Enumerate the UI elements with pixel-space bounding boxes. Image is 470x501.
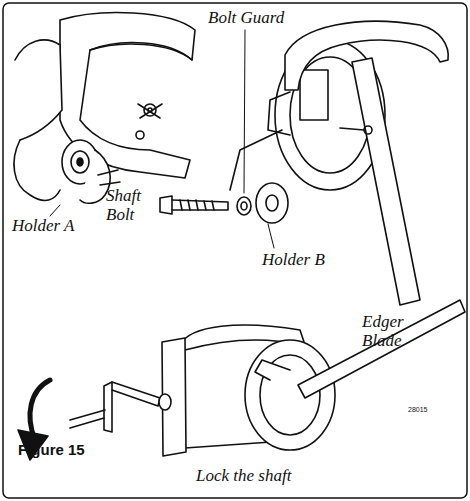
sub-caption: Lock the shaft <box>196 466 291 485</box>
drawing-number: 28015 <box>408 406 427 414</box>
figure-caption: Figure 15 <box>18 440 85 459</box>
part-name: Shaft Bolt <box>106 186 158 224</box>
part-name: Holder B <box>262 250 325 269</box>
part-name: Bolt Guard <box>208 8 284 27</box>
part-name: Holder A <box>12 216 75 235</box>
part-name: Edger Blade <box>362 312 422 350</box>
